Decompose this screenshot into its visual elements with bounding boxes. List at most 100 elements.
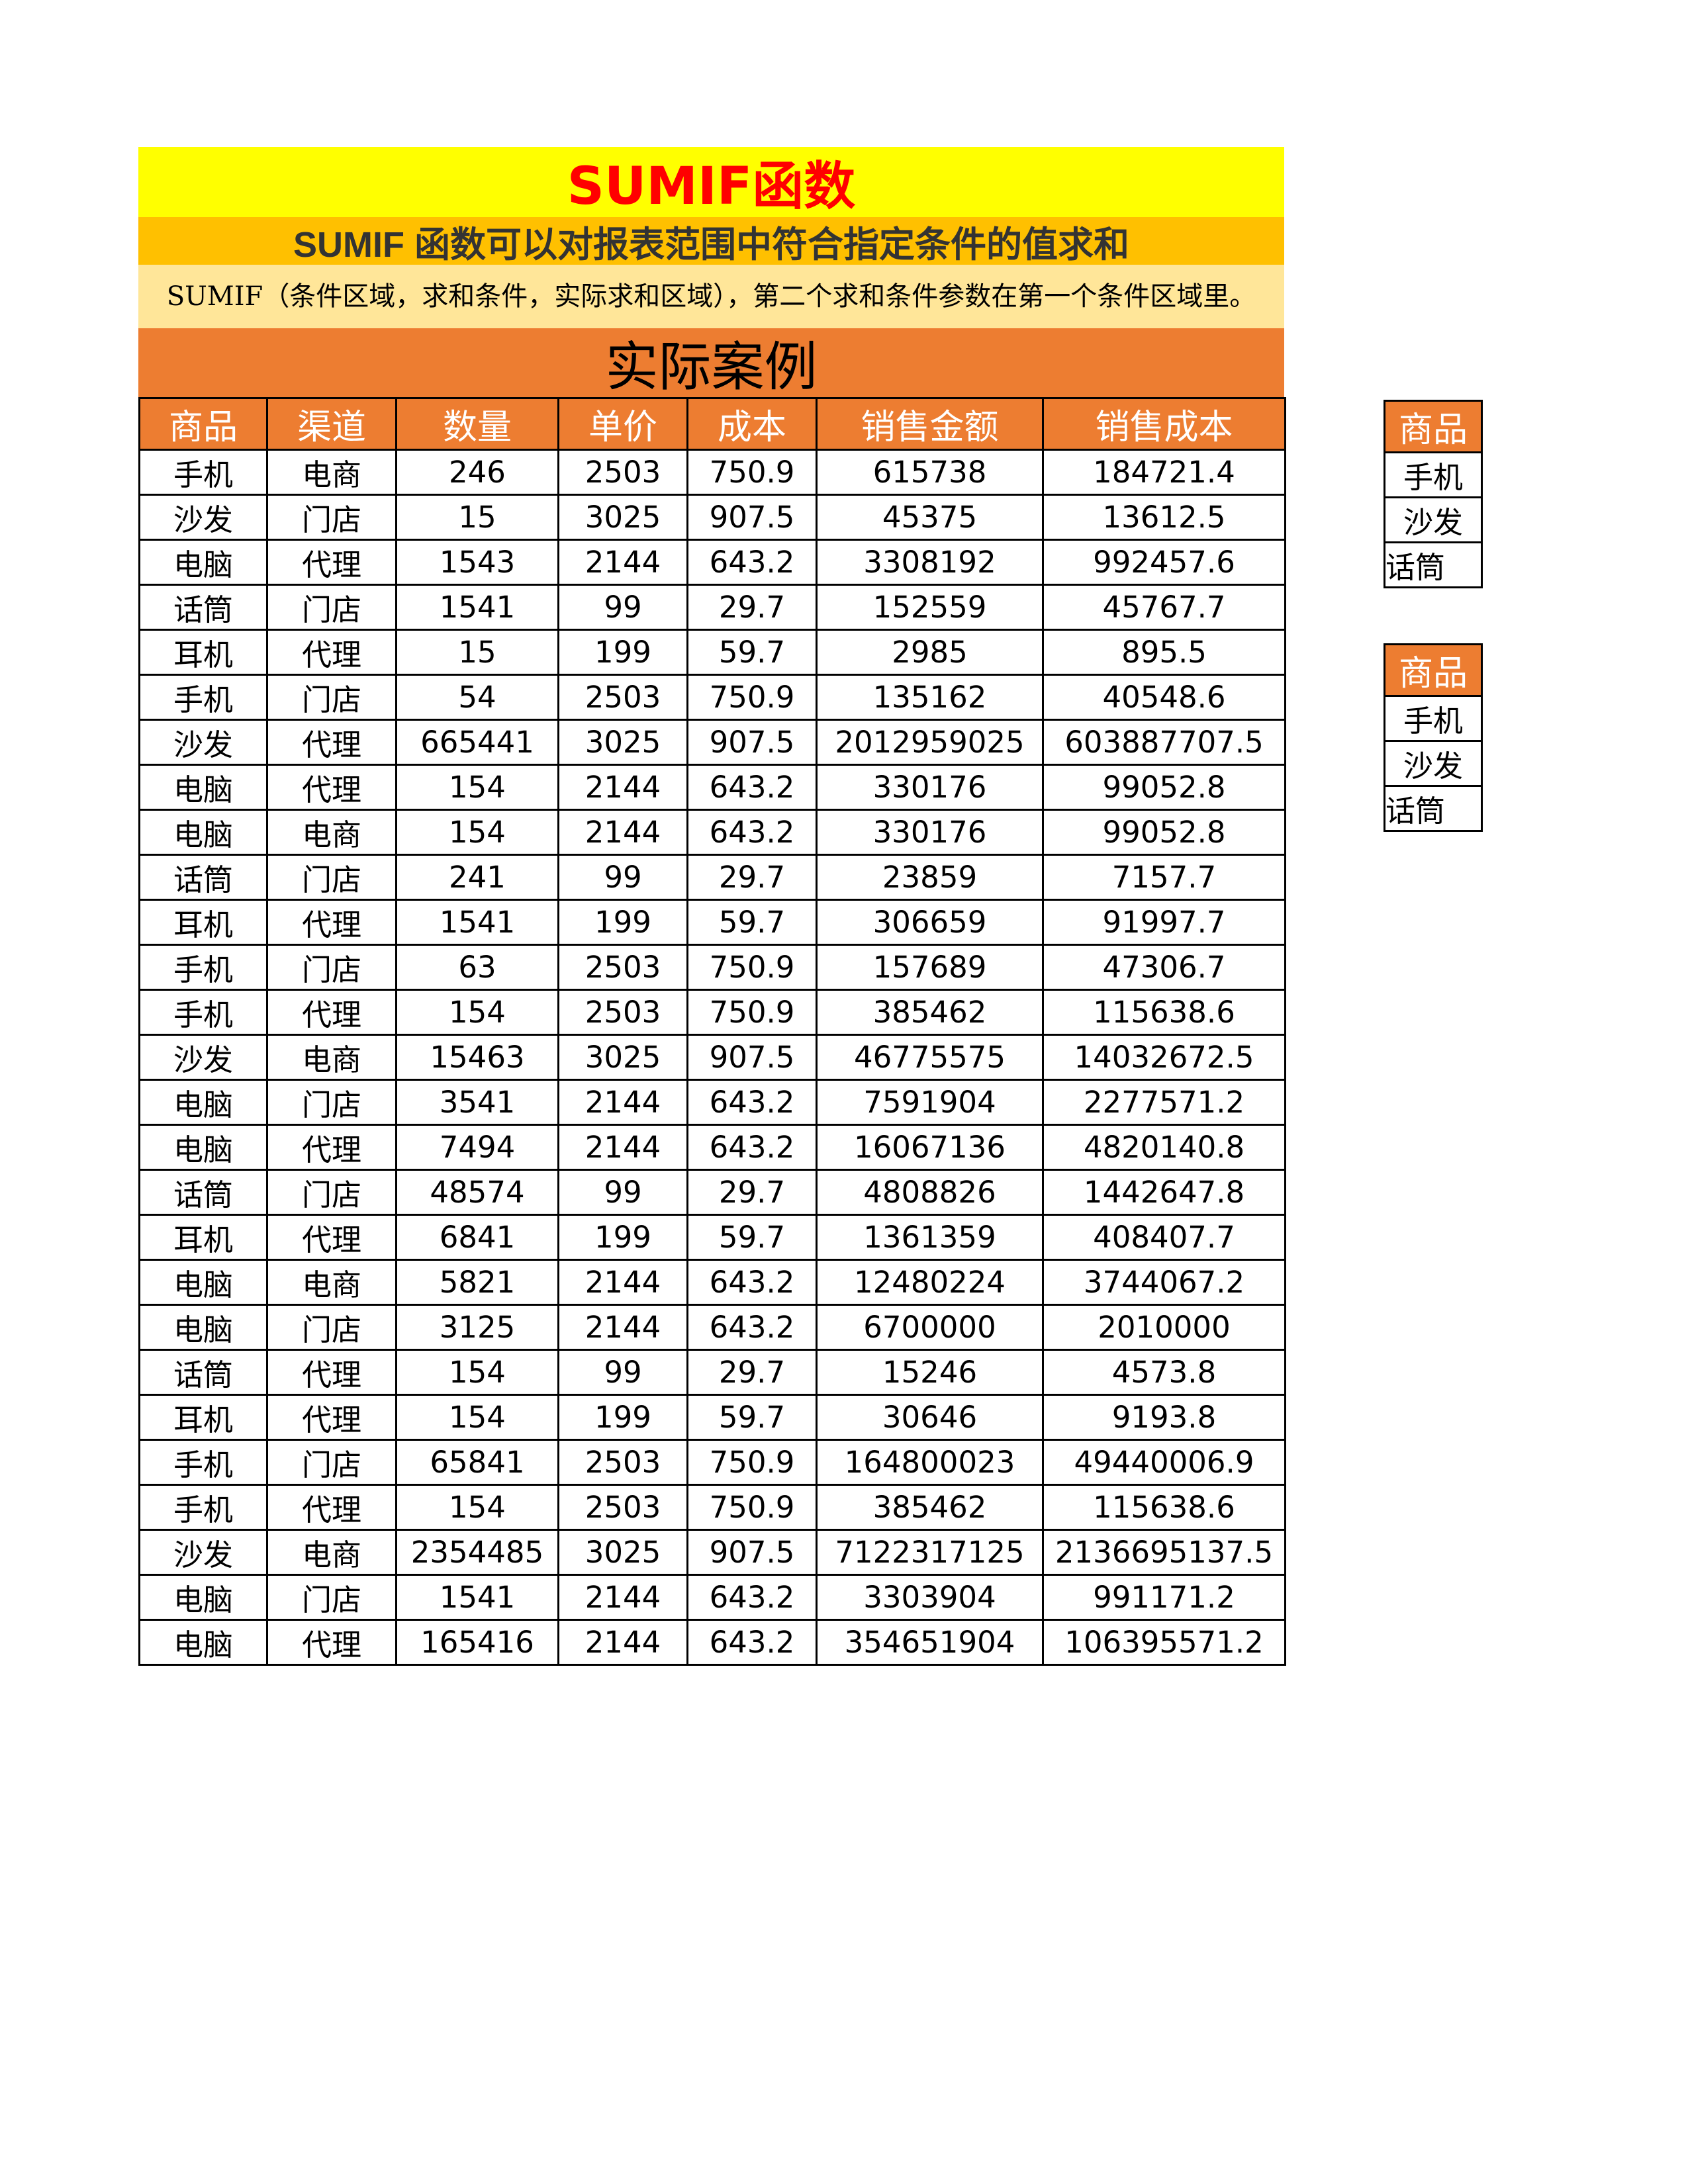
table-cell[interactable]: 152559	[816, 584, 1044, 631]
column-header[interactable]: 商品	[1383, 400, 1483, 453]
table-cell[interactable]: 615738	[816, 449, 1044, 496]
table-cell[interactable]: 991171.2	[1042, 1574, 1286, 1621]
table-cell[interactable]: 耳机	[138, 629, 268, 676]
table-cell[interactable]: 665441	[395, 719, 559, 766]
column-header[interactable]: 成本	[686, 397, 818, 451]
table-cell[interactable]: 15463	[395, 1034, 559, 1081]
table-cell[interactable]: 59.7	[686, 1214, 818, 1261]
table-cell[interactable]: 12480224	[816, 1259, 1044, 1306]
table-cell[interactable]: 199	[557, 1214, 688, 1261]
table-cell[interactable]: 电脑	[138, 539, 268, 586]
table-cell[interactable]: 电商	[266, 1034, 397, 1081]
table-cell[interactable]: 电脑	[138, 1079, 268, 1126]
table-cell[interactable]: 354651904	[816, 1619, 1044, 1666]
table-cell[interactable]: 29.7	[686, 854, 818, 901]
column-header[interactable]: 渠道	[266, 397, 397, 451]
table-cell[interactable]: 750.9	[686, 1484, 818, 1531]
table-cell[interactable]: 154	[395, 1484, 559, 1531]
table-cell[interactable]: 643.2	[686, 1259, 818, 1306]
table-cell[interactable]: 电商	[266, 809, 397, 856]
table-cell[interactable]: 2012959025	[816, 719, 1044, 766]
table-cell[interactable]: 2136695137.5	[1042, 1529, 1286, 1576]
table-cell[interactable]: 6841	[395, 1214, 559, 1261]
table-cell[interactable]: 992457.6	[1042, 539, 1286, 586]
table-cell[interactable]: 14032672.5	[1042, 1034, 1286, 1081]
table-cell[interactable]: 门店	[266, 944, 397, 991]
table-cell[interactable]: 话筒	[138, 1349, 268, 1396]
table-cell[interactable]: 29.7	[686, 584, 818, 631]
table-cell[interactable]: 59.7	[686, 899, 818, 946]
table-cell[interactable]: 手机	[138, 944, 268, 991]
table-cell[interactable]: 99	[557, 1169, 688, 1216]
table-cell[interactable]: 3125	[395, 1304, 559, 1351]
table-cell[interactable]: 2503	[557, 674, 688, 721]
table-cell[interactable]: 106395571.2	[1042, 1619, 1286, 1666]
table-cell[interactable]: 199	[557, 899, 688, 946]
table-cell[interactable]: 电脑	[138, 1619, 268, 1666]
table-cell[interactable]: 3303904	[816, 1574, 1044, 1621]
table-cell[interactable]: 2144	[557, 1304, 688, 1351]
table-cell[interactable]: 电商	[266, 1529, 397, 1576]
table-cell[interactable]: 199	[557, 629, 688, 676]
table-cell[interactable]: 154	[395, 1394, 559, 1441]
table-cell[interactable]: 750.9	[686, 674, 818, 721]
table-cell[interactable]: 门店	[266, 1304, 397, 1351]
table-cell[interactable]: 63	[395, 944, 559, 991]
table-cell[interactable]: 代理	[266, 1214, 397, 1261]
table-cell[interactable]: 沙发	[1383, 740, 1483, 787]
table-cell[interactable]: 165416	[395, 1619, 559, 1666]
table-cell[interactable]: 643.2	[686, 1619, 818, 1666]
table-cell[interactable]: 1541	[395, 899, 559, 946]
table-cell[interactable]: 643.2	[686, 539, 818, 586]
table-cell[interactable]: 49440006.9	[1042, 1439, 1286, 1486]
column-header[interactable]: 单价	[557, 397, 688, 451]
table-cell[interactable]: 2503	[557, 449, 688, 496]
table-cell[interactable]: 手机	[138, 989, 268, 1036]
table-cell[interactable]: 306659	[816, 899, 1044, 946]
table-cell[interactable]: 电脑	[138, 1574, 268, 1621]
column-header[interactable]: 数量	[395, 397, 559, 451]
table-cell[interactable]: 15	[395, 629, 559, 676]
table-cell[interactable]: 2144	[557, 1619, 688, 1666]
table-cell[interactable]: 2144	[557, 539, 688, 586]
table-cell[interactable]: 电商	[266, 449, 397, 496]
table-cell[interactable]: 135162	[816, 674, 1044, 721]
table-cell[interactable]: 30646	[816, 1394, 1044, 1441]
column-header[interactable]: 商品	[138, 397, 268, 451]
column-header[interactable]: 销售成本	[1042, 397, 1286, 451]
table-cell[interactable]: 2503	[557, 1484, 688, 1531]
table-cell[interactable]: 代理	[266, 1349, 397, 1396]
table-cell[interactable]: 代理	[266, 1484, 397, 1531]
table-cell[interactable]: 59.7	[686, 629, 818, 676]
table-cell[interactable]: 电商	[266, 1259, 397, 1306]
table-cell[interactable]: 代理	[266, 629, 397, 676]
table-cell[interactable]: 907.5	[686, 1529, 818, 1576]
table-cell[interactable]: 1543	[395, 539, 559, 586]
table-cell[interactable]: 手机	[138, 674, 268, 721]
table-cell[interactable]: 6700000	[816, 1304, 1044, 1351]
table-cell[interactable]: 385462	[816, 1484, 1044, 1531]
column-header[interactable]: 销售金额	[816, 397, 1044, 451]
table-cell[interactable]: 907.5	[686, 494, 818, 541]
table-cell[interactable]: 电脑	[138, 809, 268, 856]
table-cell[interactable]: 23859	[816, 854, 1044, 901]
table-cell[interactable]: 29.7	[686, 1349, 818, 1396]
table-cell[interactable]: 164800023	[816, 1439, 1044, 1486]
table-cell[interactable]: 代理	[266, 764, 397, 811]
table-cell[interactable]: 99	[557, 584, 688, 631]
table-cell[interactable]: 750.9	[686, 449, 818, 496]
table-cell[interactable]: 603887707.5	[1042, 719, 1286, 766]
table-cell[interactable]: 2277571.2	[1042, 1079, 1286, 1126]
table-cell[interactable]: 2144	[557, 1079, 688, 1126]
table-cell[interactable]: 643.2	[686, 764, 818, 811]
table-cell[interactable]: 7591904	[816, 1079, 1044, 1126]
table-cell[interactable]: 门店	[266, 1574, 397, 1621]
table-cell[interactable]: 电脑	[138, 1124, 268, 1171]
table-cell[interactable]: 47306.7	[1042, 944, 1286, 991]
table-cell[interactable]: 沙发	[138, 494, 268, 541]
table-cell[interactable]: 408407.7	[1042, 1214, 1286, 1261]
table-cell[interactable]: 2144	[557, 1259, 688, 1306]
table-cell[interactable]: 手机	[138, 1439, 268, 1486]
table-cell[interactable]: 385462	[816, 989, 1044, 1036]
table-cell[interactable]: 2985	[816, 629, 1044, 676]
